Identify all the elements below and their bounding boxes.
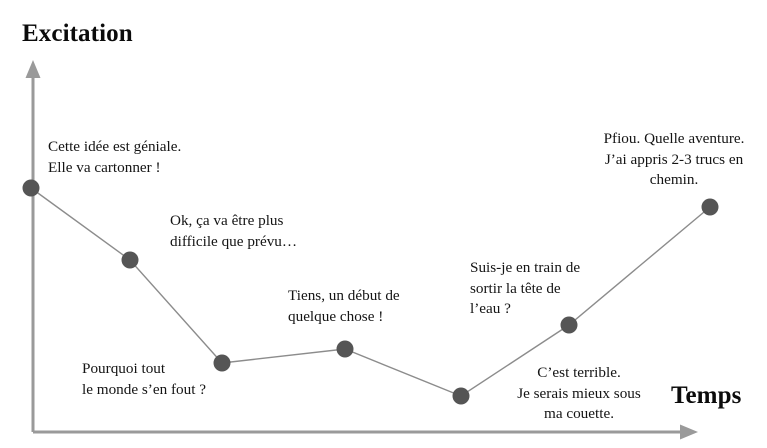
annotation-point-2: Ok, ça va être plus difficile que prévu… bbox=[170, 212, 298, 250]
data-point-7[interactable] bbox=[701, 198, 719, 216]
x-axis-title: Temps bbox=[671, 382, 742, 409]
annotation-point-6: Suis-je en train de sortir la tête de l’… bbox=[470, 259, 581, 317]
x-axis bbox=[33, 424, 698, 440]
x-axis-arrowhead-icon bbox=[680, 424, 698, 440]
data-point-2[interactable] bbox=[121, 251, 139, 269]
data-point-5[interactable] bbox=[452, 387, 470, 405]
data-point-4[interactable] bbox=[336, 340, 354, 358]
y-axis-title: Excitation bbox=[22, 20, 133, 47]
annotation-point-1: Cette idée est géniale. Elle va cartonne… bbox=[48, 138, 182, 176]
y-axis-arrowhead-icon bbox=[25, 60, 41, 78]
data-point-6[interactable] bbox=[560, 316, 578, 334]
data-point-markers bbox=[22, 179, 719, 405]
data-point-1[interactable] bbox=[22, 179, 40, 197]
annotation-point-7: Pfiou. Quelle aventure. J’ai appris 2-3 … bbox=[603, 130, 745, 188]
data-point-3[interactable] bbox=[213, 354, 231, 372]
annotation-point-4: Tiens, un début de quelque chose ! bbox=[288, 287, 400, 325]
annotation-point-3: Pourquoi tout le monde s’en fout ? bbox=[82, 360, 206, 398]
y-axis bbox=[25, 60, 41, 432]
annotation-point-5: C’est terrible. Je serais mieux sous ma … bbox=[517, 364, 641, 422]
